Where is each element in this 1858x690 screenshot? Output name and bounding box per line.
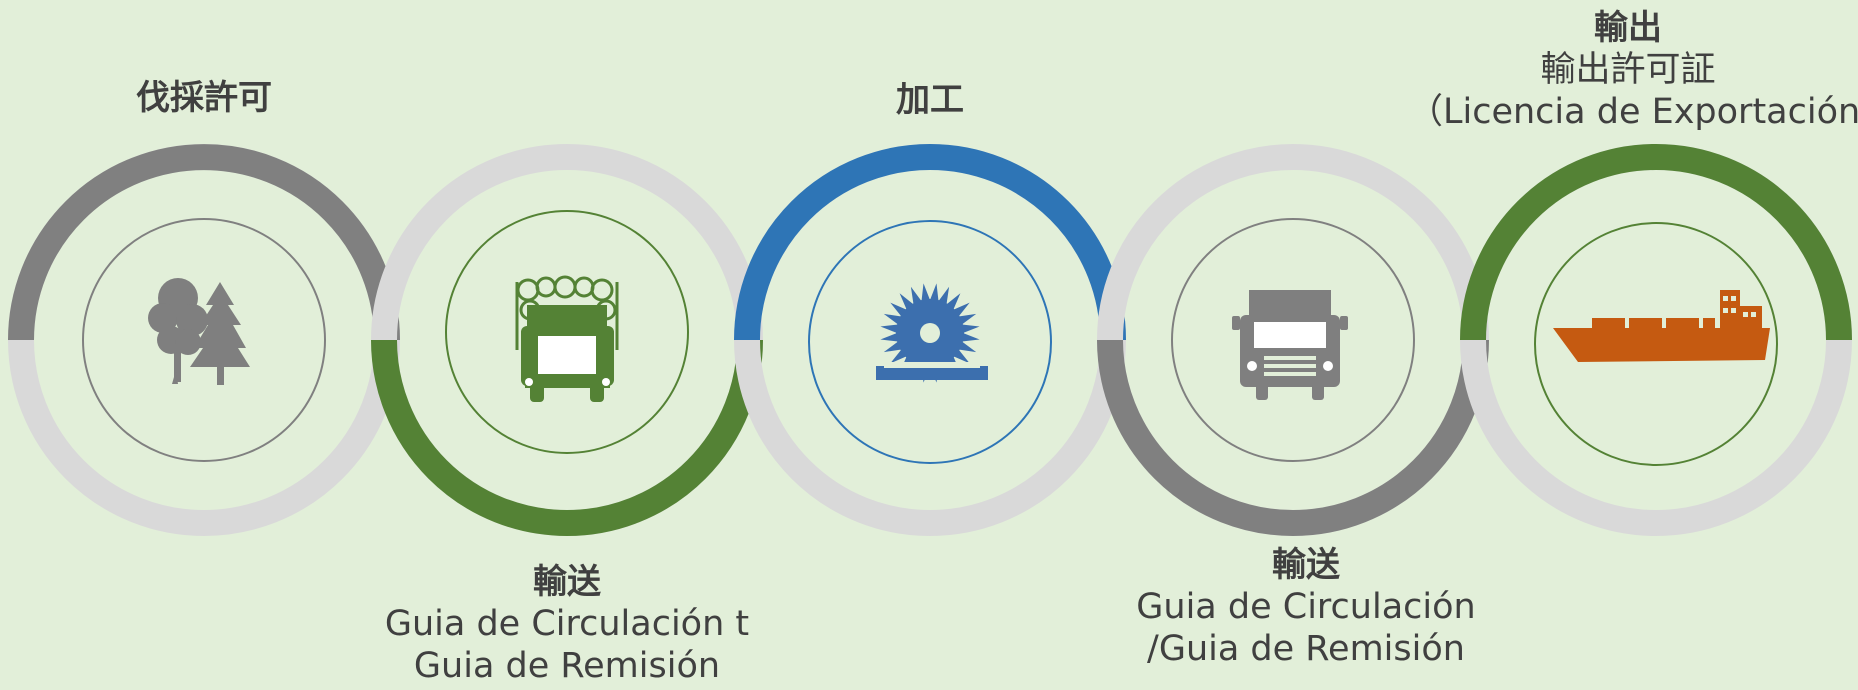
step-4-line-2: /Guia de Remisión (1147, 628, 1465, 669)
cargo-ship-icon (1553, 290, 1770, 362)
step-1-label: 伐採許可 (104, 78, 304, 119)
step-5-line-2: （Licencia de Exportación） (1408, 91, 1858, 132)
step-5-ring (1460, 144, 1852, 536)
step-5-title: 輸出 (1594, 8, 1662, 48)
step-4-line-1: Guia de Circulación (1136, 586, 1476, 627)
step-2-line-1: Guia de Circulación t (384, 603, 750, 644)
step-1-title: 伐採許可 (136, 78, 272, 118)
truck-icon (1232, 290, 1348, 400)
step-2-title: 輸送 (533, 562, 601, 602)
step-3-label: 加工 (830, 80, 1030, 121)
step-2-line-2: Guia de Remisión (413, 645, 721, 686)
trees-icon (148, 278, 250, 385)
step-4-title: 輸送 (1272, 545, 1340, 585)
step-2-label: 輸送 Guia de Circulación t Guia de Remisió… (367, 562, 767, 687)
step-4-label: 輸送 Guia de Circulación /Guia de Remisión (1106, 545, 1506, 670)
step-5-label: 輸出 輸出許可証 （Licencia de Exportación） (1408, 8, 1858, 133)
step-5-line-1: 輸出許可証 (1540, 49, 1716, 90)
step-3-title: 加工 (896, 80, 964, 120)
logging-truck-icon (515, 275, 619, 402)
saw-blade-icon (876, 283, 988, 383)
